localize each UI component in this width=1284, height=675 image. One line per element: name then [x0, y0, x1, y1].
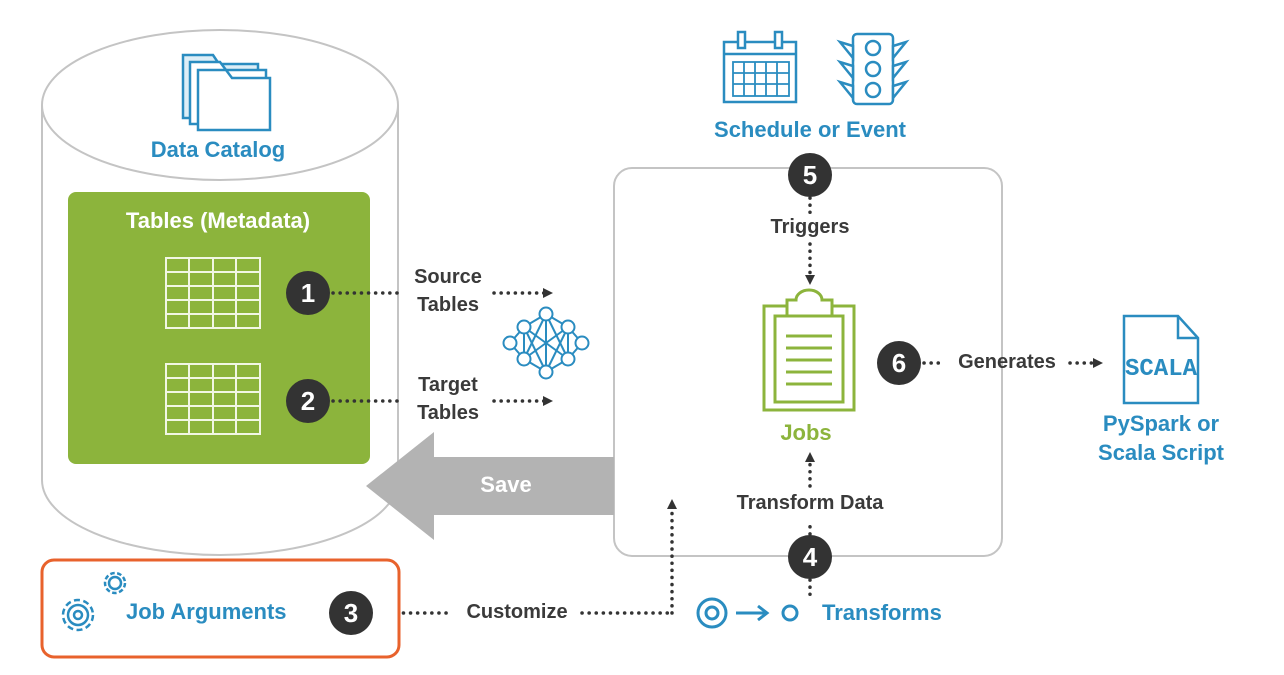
- source-label-line2: Tables: [417, 294, 479, 316]
- customize-label: Customize: [466, 601, 568, 623]
- job-arguments-label: Job Arguments: [126, 599, 287, 624]
- triggers-label: Triggers: [770, 216, 850, 238]
- transforms-label: Transforms: [822, 600, 942, 625]
- jobs-label: Jobs: [780, 420, 832, 445]
- target-label-line1: Target: [418, 374, 478, 396]
- network-icon: [502, 306, 590, 380]
- transform-data-label: Transform Data: [736, 492, 884, 514]
- save-arrow: [366, 432, 614, 540]
- folder-icon: [181, 53, 272, 132]
- target-table-icon: [165, 363, 261, 435]
- step-3-badge: 3: [329, 591, 373, 635]
- calendar-icon: [722, 30, 798, 104]
- step-2-badge: 2: [286, 379, 330, 423]
- source-table-icon: [165, 257, 261, 329]
- step-4-badge: 4: [788, 535, 832, 579]
- script-label-line1: PySpark or: [1102, 411, 1220, 436]
- step-5-badge: 5: [788, 153, 832, 197]
- data-catalog-label: Data Catalog: [150, 137, 286, 162]
- tables-metadata-label: Tables (Metadata): [125, 208, 311, 233]
- gears-icon: [61, 571, 127, 632]
- generates-label: Generates: [958, 351, 1056, 373]
- save-label: Save: [480, 472, 532, 497]
- source-label-line1: Source: [414, 266, 482, 288]
- transforms-icon: [696, 597, 799, 629]
- job-arguments-box: [40, 558, 401, 659]
- step-1-badge: 1: [286, 271, 330, 315]
- step-6-badge: 6: [877, 341, 921, 385]
- scala-file-icon: [1122, 314, 1200, 405]
- target-label-line2: Tables: [417, 402, 479, 424]
- traffic-light-icon: [836, 32, 910, 106]
- schedule-or-event-label: Schedule or Event: [714, 117, 906, 142]
- scala-file-text: SCALA: [1124, 356, 1198, 383]
- script-label-line2: Scala Script: [1098, 440, 1224, 465]
- clipboard-icon: [762, 288, 856, 412]
